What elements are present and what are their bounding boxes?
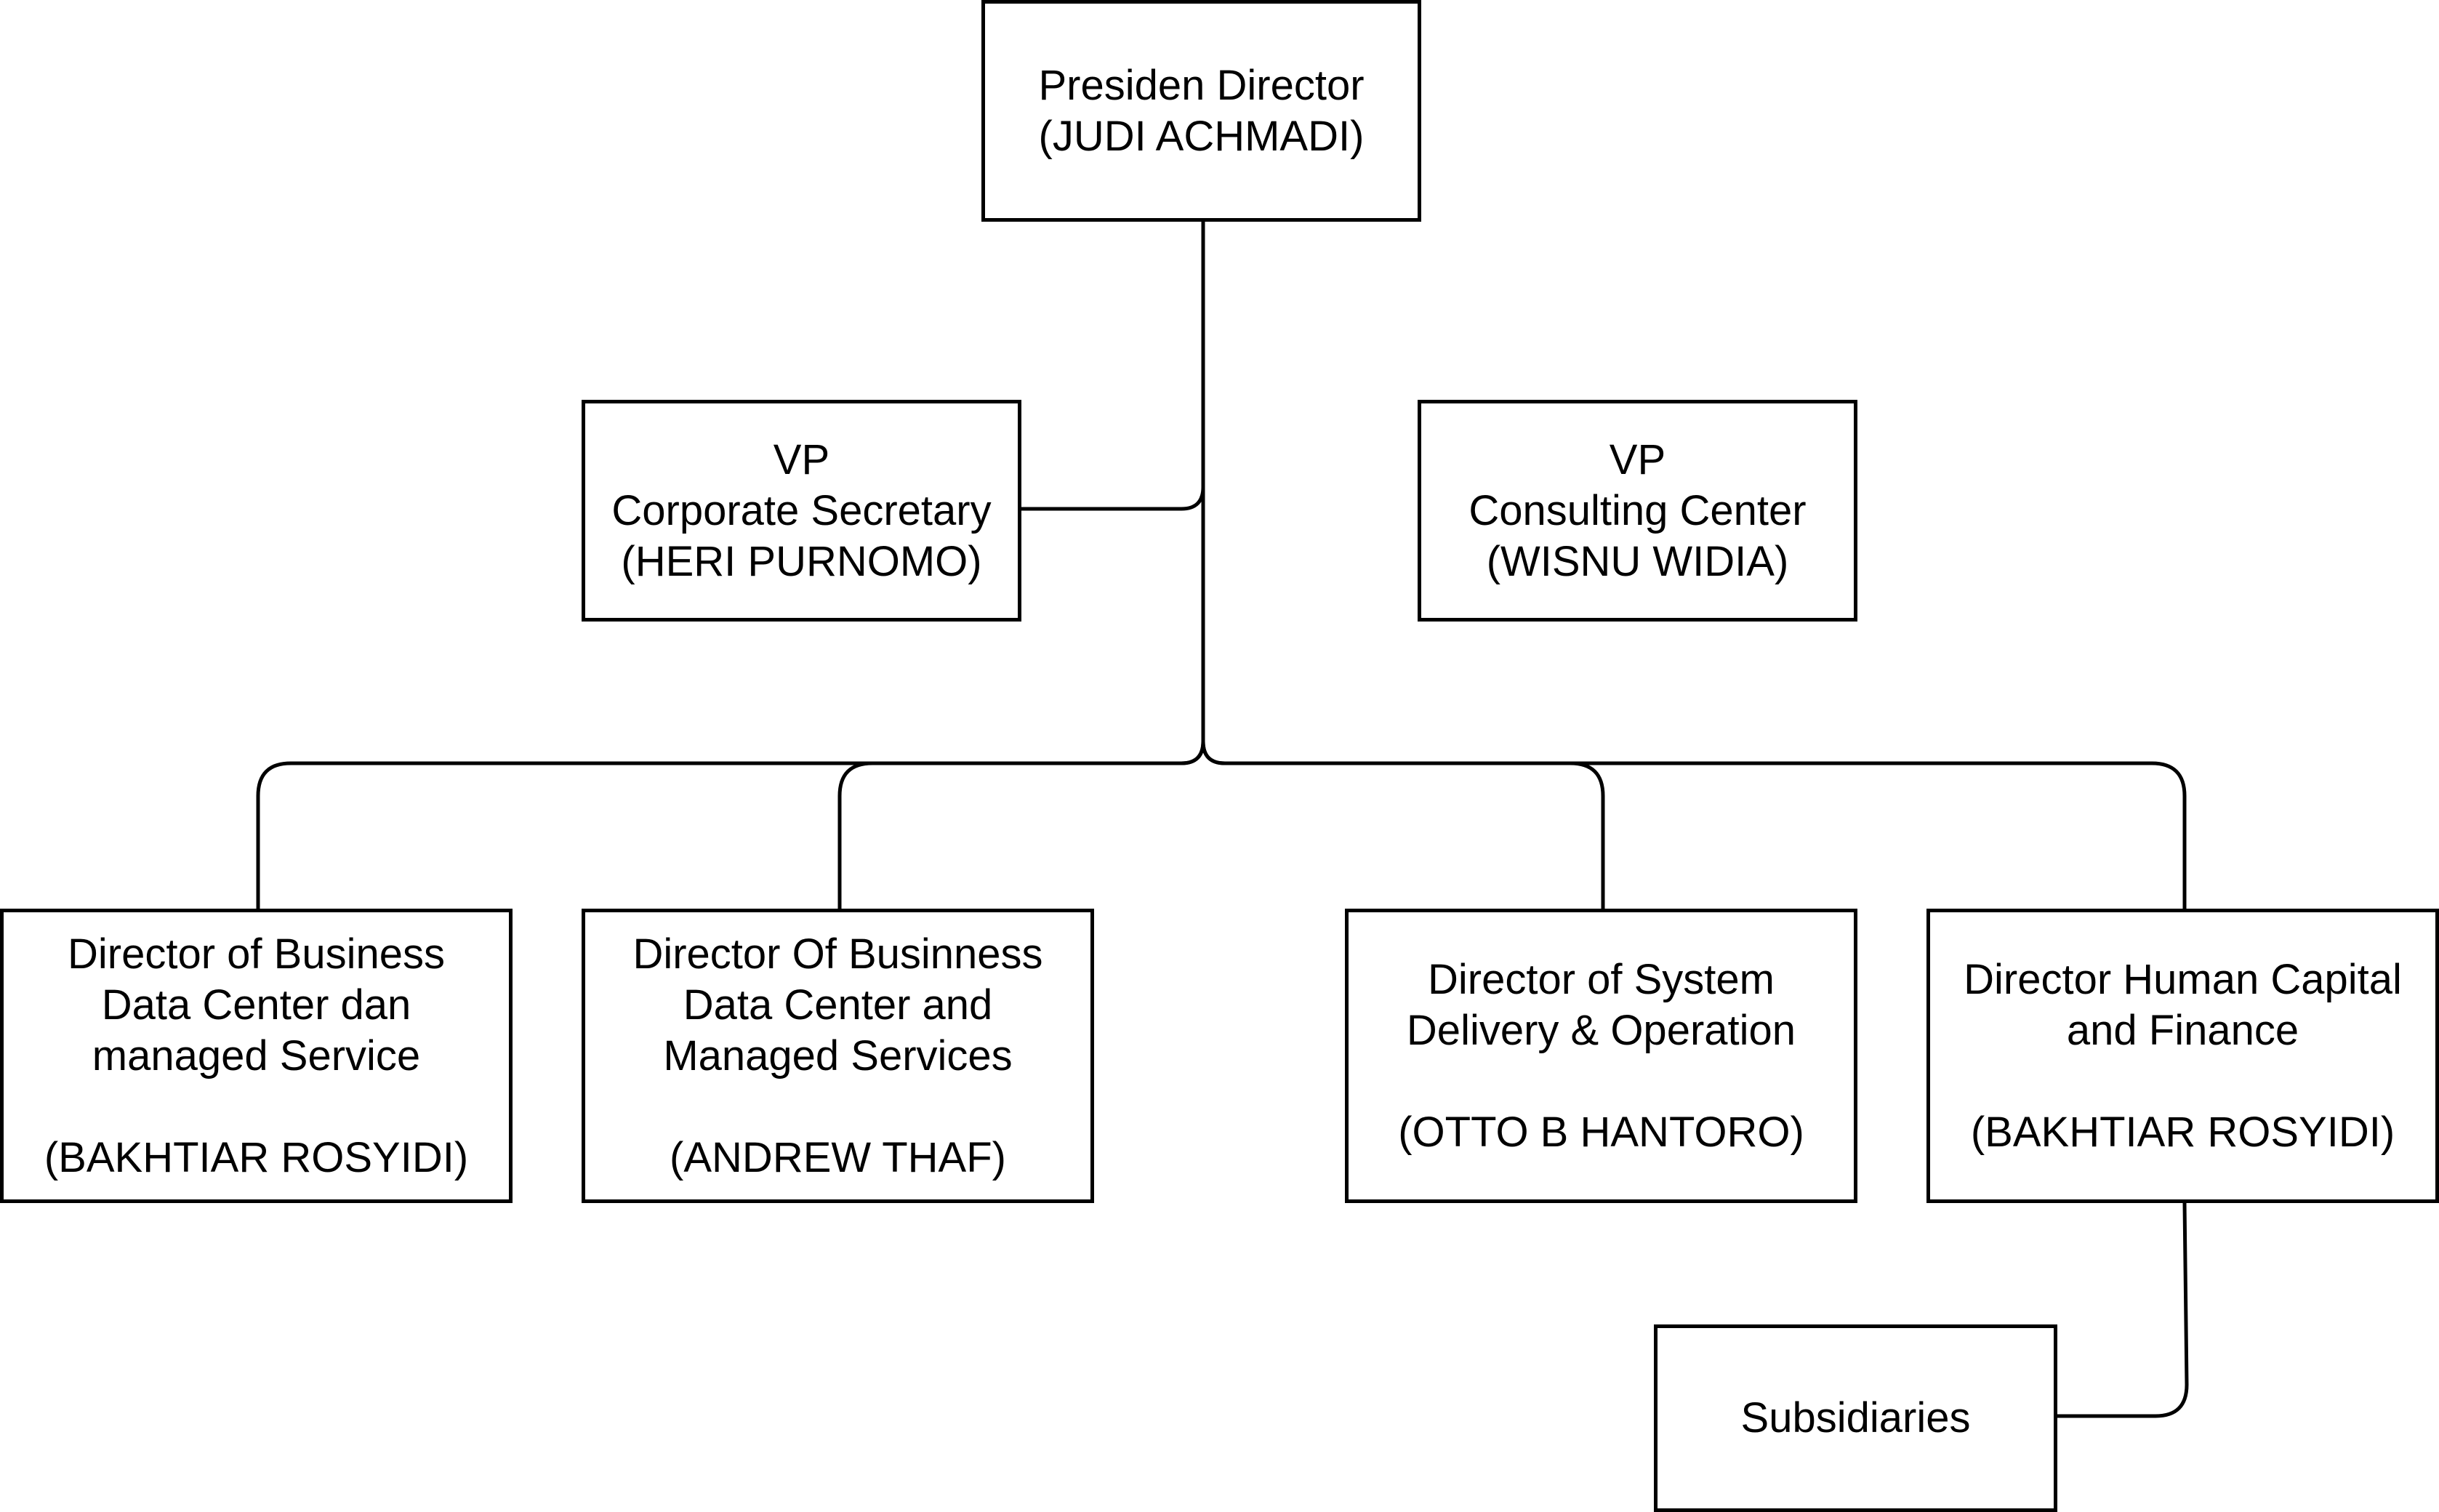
node-director-human-capital-finance: Director Human Capital and Finance (BAKH… [1926, 909, 2439, 1203]
edge-president-vp-corpsec [1021, 486, 1205, 511]
node-label: Director of System Delivery & Operation … [1398, 955, 1804, 1156]
node-label: VP Corporate Secretary (HERI PURNOMO) [611, 435, 992, 585]
edge-dir-4-subsid [2057, 1202, 2189, 1418]
node-vp-corporate-secretary: VP Corporate Secretary (HERI PURNOMO) [582, 400, 1021, 622]
node-director-business-dc-managed-services: Director Of Businness Data Center and Ma… [582, 909, 1094, 1203]
node-director-business-dc-managed-service: Director of Business Data Center dan man… [0, 909, 513, 1203]
node-vp-consulting-center: VP Consulting Center (WISNU WIDIA) [1418, 400, 1857, 622]
node-label: Presiden Director (JUDI ACHMADI) [1038, 61, 1365, 160]
edge-president-dir-3 [1201, 741, 1605, 909]
edge-president-dir-4 [1201, 741, 2187, 909]
node-label: Director Human Capital and Finance (BAKH… [1964, 955, 2402, 1156]
node-subsidiaries: Subsidiaries [1654, 1324, 2057, 1512]
edge-president-dir-1 [256, 741, 1205, 909]
node-label: Subsidiaries [1740, 1394, 1971, 1441]
node-president-director: Presiden Director (JUDI ACHMADI) [981, 0, 1421, 222]
node-label: Director of Business Data Center dan man… [44, 930, 469, 1181]
node-director-system-delivery-operation: Director of System Delivery & Operation … [1345, 909, 1857, 1203]
edge-president-dir-2 [837, 741, 1205, 909]
node-label: Director Of Businness Data Center and Ma… [632, 930, 1043, 1181]
node-label: VP Consulting Center (WISNU WIDIA) [1468, 435, 1807, 585]
